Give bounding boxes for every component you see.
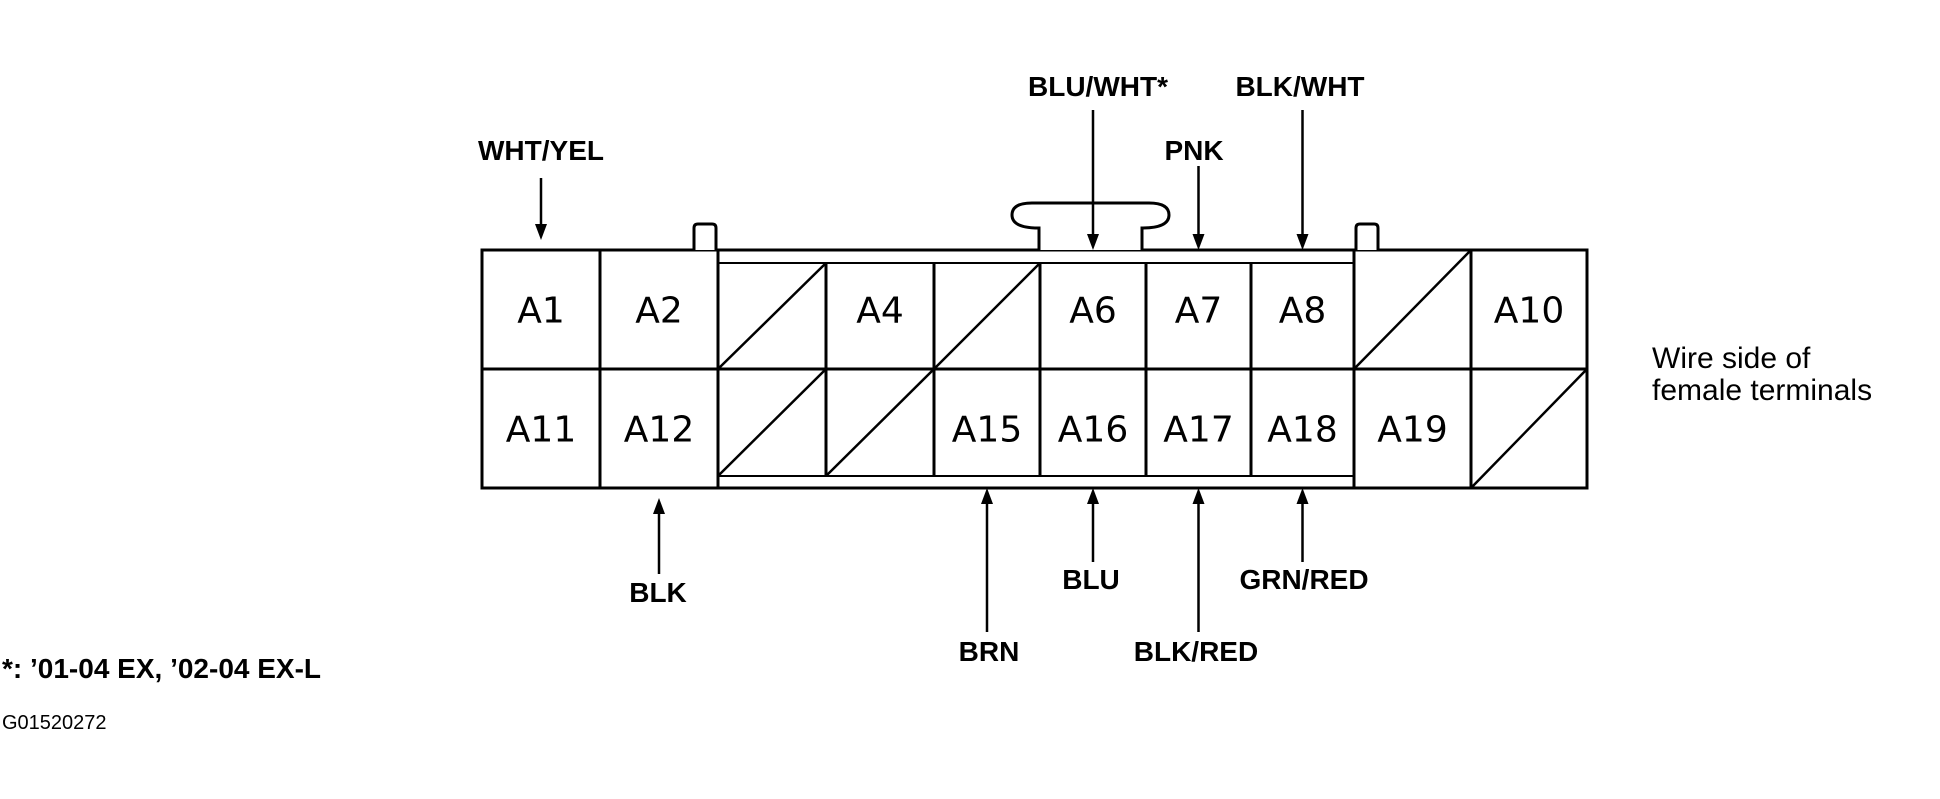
blank-cavity-slash <box>1470 368 1588 489</box>
wire-color-label: WHT/YEL <box>478 135 604 166</box>
footnote: *: ’01-04 EX, ’02-04 EX-L <box>2 653 321 684</box>
blank-cavity-slash <box>825 368 935 477</box>
pin-label-a12: A12 <box>624 410 694 451</box>
side-note-line-2: female terminals <box>1652 374 1872 407</box>
blank-cavity-slash <box>1353 249 1472 370</box>
arrow-down-icon <box>1087 234 1099 250</box>
arrow-up-icon <box>981 488 993 504</box>
blank-cavity-slash <box>717 368 827 477</box>
arrow-up-icon <box>653 498 665 514</box>
pin-label-a15: A15 <box>952 410 1022 451</box>
arrow-up-icon <box>1192 488 1205 504</box>
wire-callout-a18: GRN/RED <box>1239 488 1369 595</box>
wire-color-label: BLK/WHT <box>1235 71 1364 102</box>
blank-cavity-slash <box>717 262 827 370</box>
wire-color-label: BLU <box>1062 564 1120 595</box>
pin-label-a4: A4 <box>856 291 904 332</box>
wire-callout-a6: BLU/WHT* <box>1028 71 1168 250</box>
pin-label-a6: A6 <box>1069 291 1117 332</box>
pin-label-a8: A8 <box>1279 291 1327 332</box>
arrow-up-icon <box>1087 488 1099 504</box>
wire-color-label: BLK/RED <box>1134 636 1258 667</box>
wire-callout-a17: BLK/RED <box>1134 488 1258 667</box>
wire-callouts: WHT/YEL BLU/WHT* PNK BLK/WHT BLK BRN BLU BLK/RE… <box>478 71 1369 667</box>
wire-color-label: BRN <box>959 636 1020 667</box>
pin-label-a1: A1 <box>517 291 565 332</box>
arrow-up-icon <box>1296 488 1309 504</box>
wire-color-label: GRN/RED <box>1239 564 1368 595</box>
pin-label-a19: A19 <box>1377 410 1447 451</box>
pin-label-a16: A16 <box>1058 410 1128 451</box>
wire-color-label: BLK <box>629 577 687 608</box>
pin-label-a2: A2 <box>635 291 683 332</box>
pin-label-a17: A17 <box>1163 410 1233 451</box>
left-latch-tab <box>692 222 718 250</box>
connector-body <box>480 248 1589 490</box>
arrow-down-icon <box>1296 234 1309 250</box>
wire-callout-a12: BLK <box>629 498 687 608</box>
wire-callout-a1: WHT/YEL <box>478 135 604 240</box>
center-lock-tab <box>1010 201 1171 250</box>
wire-callout-a15: BRN <box>959 488 1020 667</box>
side-note-line-1: Wire side of <box>1652 342 1811 375</box>
wire-callout-a16: BLU <box>1062 488 1120 595</box>
pin-label-a11: A11 <box>506 410 576 451</box>
arrow-down-icon <box>535 224 547 240</box>
pin-label-a18: A18 <box>1267 410 1337 451</box>
right-latch-tab <box>1354 222 1380 250</box>
wire-color-label: BLU/WHT* <box>1028 71 1168 102</box>
wire-color-label: PNK <box>1164 135 1223 166</box>
wire-callout-a7: PNK <box>1164 135 1224 250</box>
pin-label-a7: A7 <box>1175 291 1223 332</box>
wire-callout-a8: BLK/WHT <box>1235 71 1365 250</box>
blank-cavity-slash <box>933 262 1041 370</box>
figure-id: G01520272 <box>2 712 107 734</box>
arrow-down-icon <box>1192 234 1205 250</box>
connector-tabs <box>692 201 1380 250</box>
pin-label-a10: A10 <box>1494 291 1564 332</box>
